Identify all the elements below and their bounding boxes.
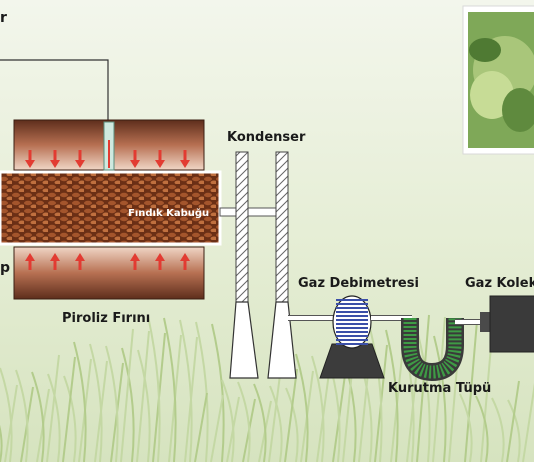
- grass-blades: [0, 314, 534, 462]
- grass-blade: [15, 369, 29, 462]
- grass-blade: [179, 319, 193, 462]
- drying-tube: [401, 318, 464, 382]
- grass-blade: [369, 327, 383, 462]
- label-kondenser: Kondenser: [227, 130, 306, 145]
- heat-arrow-head: [50, 160, 60, 168]
- grass-blade: [63, 375, 77, 462]
- thermocouple-wire: [0, 59, 109, 122]
- heat-arrow-head: [180, 253, 190, 261]
- heat-arrow-head: [25, 160, 35, 168]
- gas-flowmeter: [319, 295, 385, 379]
- grass-blade: [0, 367, 13, 462]
- grass-blade: [105, 345, 119, 462]
- heat-arrows-lower: [25, 253, 190, 270]
- grass-blade: [475, 395, 489, 462]
- grass-blade: [0, 424, 3, 462]
- grass-blade: [253, 383, 267, 462]
- outlet-pipe: [219, 207, 281, 217]
- grass-blade: [47, 373, 61, 462]
- grass-blade: [89, 343, 103, 462]
- flowmeter-coil: [336, 299, 368, 345]
- grass-blade: [46, 354, 60, 462]
- label-findik-kabugu: Fındık Kabuğu: [128, 207, 209, 219]
- label-left-mid: p: [0, 260, 10, 276]
- grass-blade: [73, 341, 87, 462]
- heat-arrow-head: [180, 160, 190, 168]
- hazelnut-photo: [462, 5, 534, 155]
- heat-arrow-head: [75, 160, 85, 168]
- reactor-tube: [0, 170, 222, 246]
- heat-arrow-head: [155, 253, 165, 261]
- grass-blade: [121, 347, 135, 462]
- grass-blade: [210, 394, 224, 462]
- grass-blade: [417, 333, 431, 462]
- grass-blade: [120, 328, 134, 462]
- heat-arrow-head: [75, 253, 85, 261]
- grass-blade: [31, 371, 45, 462]
- grass-blade: [137, 349, 151, 462]
- grass-blade: [136, 330, 150, 462]
- label-top-left: r: [0, 10, 7, 26]
- label-gaz-debimetresi: Gaz Debimetresi: [298, 276, 419, 291]
- grass-blade: [311, 355, 325, 462]
- heat-arrow-head: [130, 253, 140, 261]
- grass-blade: [147, 315, 161, 462]
- heat-arrow-head: [130, 160, 140, 168]
- label-gaz-kolektoru: Gaz Kolek: [465, 276, 534, 291]
- gas-collector: [480, 295, 534, 353]
- grass-blade: [221, 379, 235, 462]
- grass-blade: [211, 323, 225, 462]
- grass-blade: [433, 335, 447, 462]
- grass-blade: [507, 399, 521, 462]
- lower-heater: [13, 246, 205, 300]
- grass-blade: [432, 316, 446, 462]
- heat-arrow-head: [25, 253, 35, 261]
- grass-blade: [194, 392, 208, 462]
- grass-blade: [295, 353, 309, 462]
- grass-blade: [459, 393, 473, 462]
- grass-blade: [62, 356, 76, 462]
- grass-blade: [385, 329, 399, 462]
- grass-blade: [269, 385, 283, 462]
- label-piroliz-firini: Piroliz Fırını: [62, 311, 150, 326]
- heat-arrow-head: [155, 160, 165, 168]
- grass-blade: [464, 320, 478, 462]
- label-kurutma-tupu: Kurutma Tüpü: [388, 381, 491, 396]
- grass-blade: [163, 317, 177, 462]
- grass-blade: [491, 397, 505, 462]
- grass-blade: [195, 321, 209, 462]
- grass-blade: [237, 381, 251, 462]
- grass-blade: [285, 387, 299, 462]
- grass-blade: [506, 380, 520, 462]
- heat-arrow-head: [50, 253, 60, 261]
- grass-blade: [416, 314, 430, 462]
- heat-arrows-upper: [25, 150, 190, 168]
